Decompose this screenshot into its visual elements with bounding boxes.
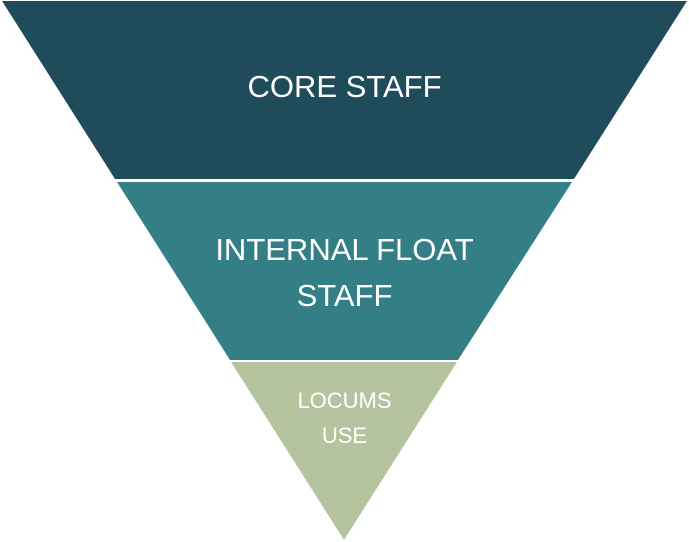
tier-core-staff-line-1: CORE STAFF (247, 69, 442, 104)
tier-locums-use-line-1: LOCUMS (297, 388, 392, 413)
tier-locums-use-label: LOCUMS USE (0, 383, 689, 453)
tier-locums-use-line-2: USE (321, 423, 368, 448)
tier-core-staff-label: CORE STAFF (0, 68, 689, 105)
tier-internal-float-staff-line-2: STAFF (296, 278, 393, 313)
tier-locums-use-shape (231, 362, 457, 540)
tier-internal-float-staff-shape (117, 182, 572, 360)
tier-internal-float-staff-line-1: INTERNAL FLOAT (215, 232, 474, 267)
tier-core-staff-shape (2, 1, 687, 179)
tier-internal-float-staff-label: INTERNAL FLOAT STAFF (0, 227, 689, 319)
